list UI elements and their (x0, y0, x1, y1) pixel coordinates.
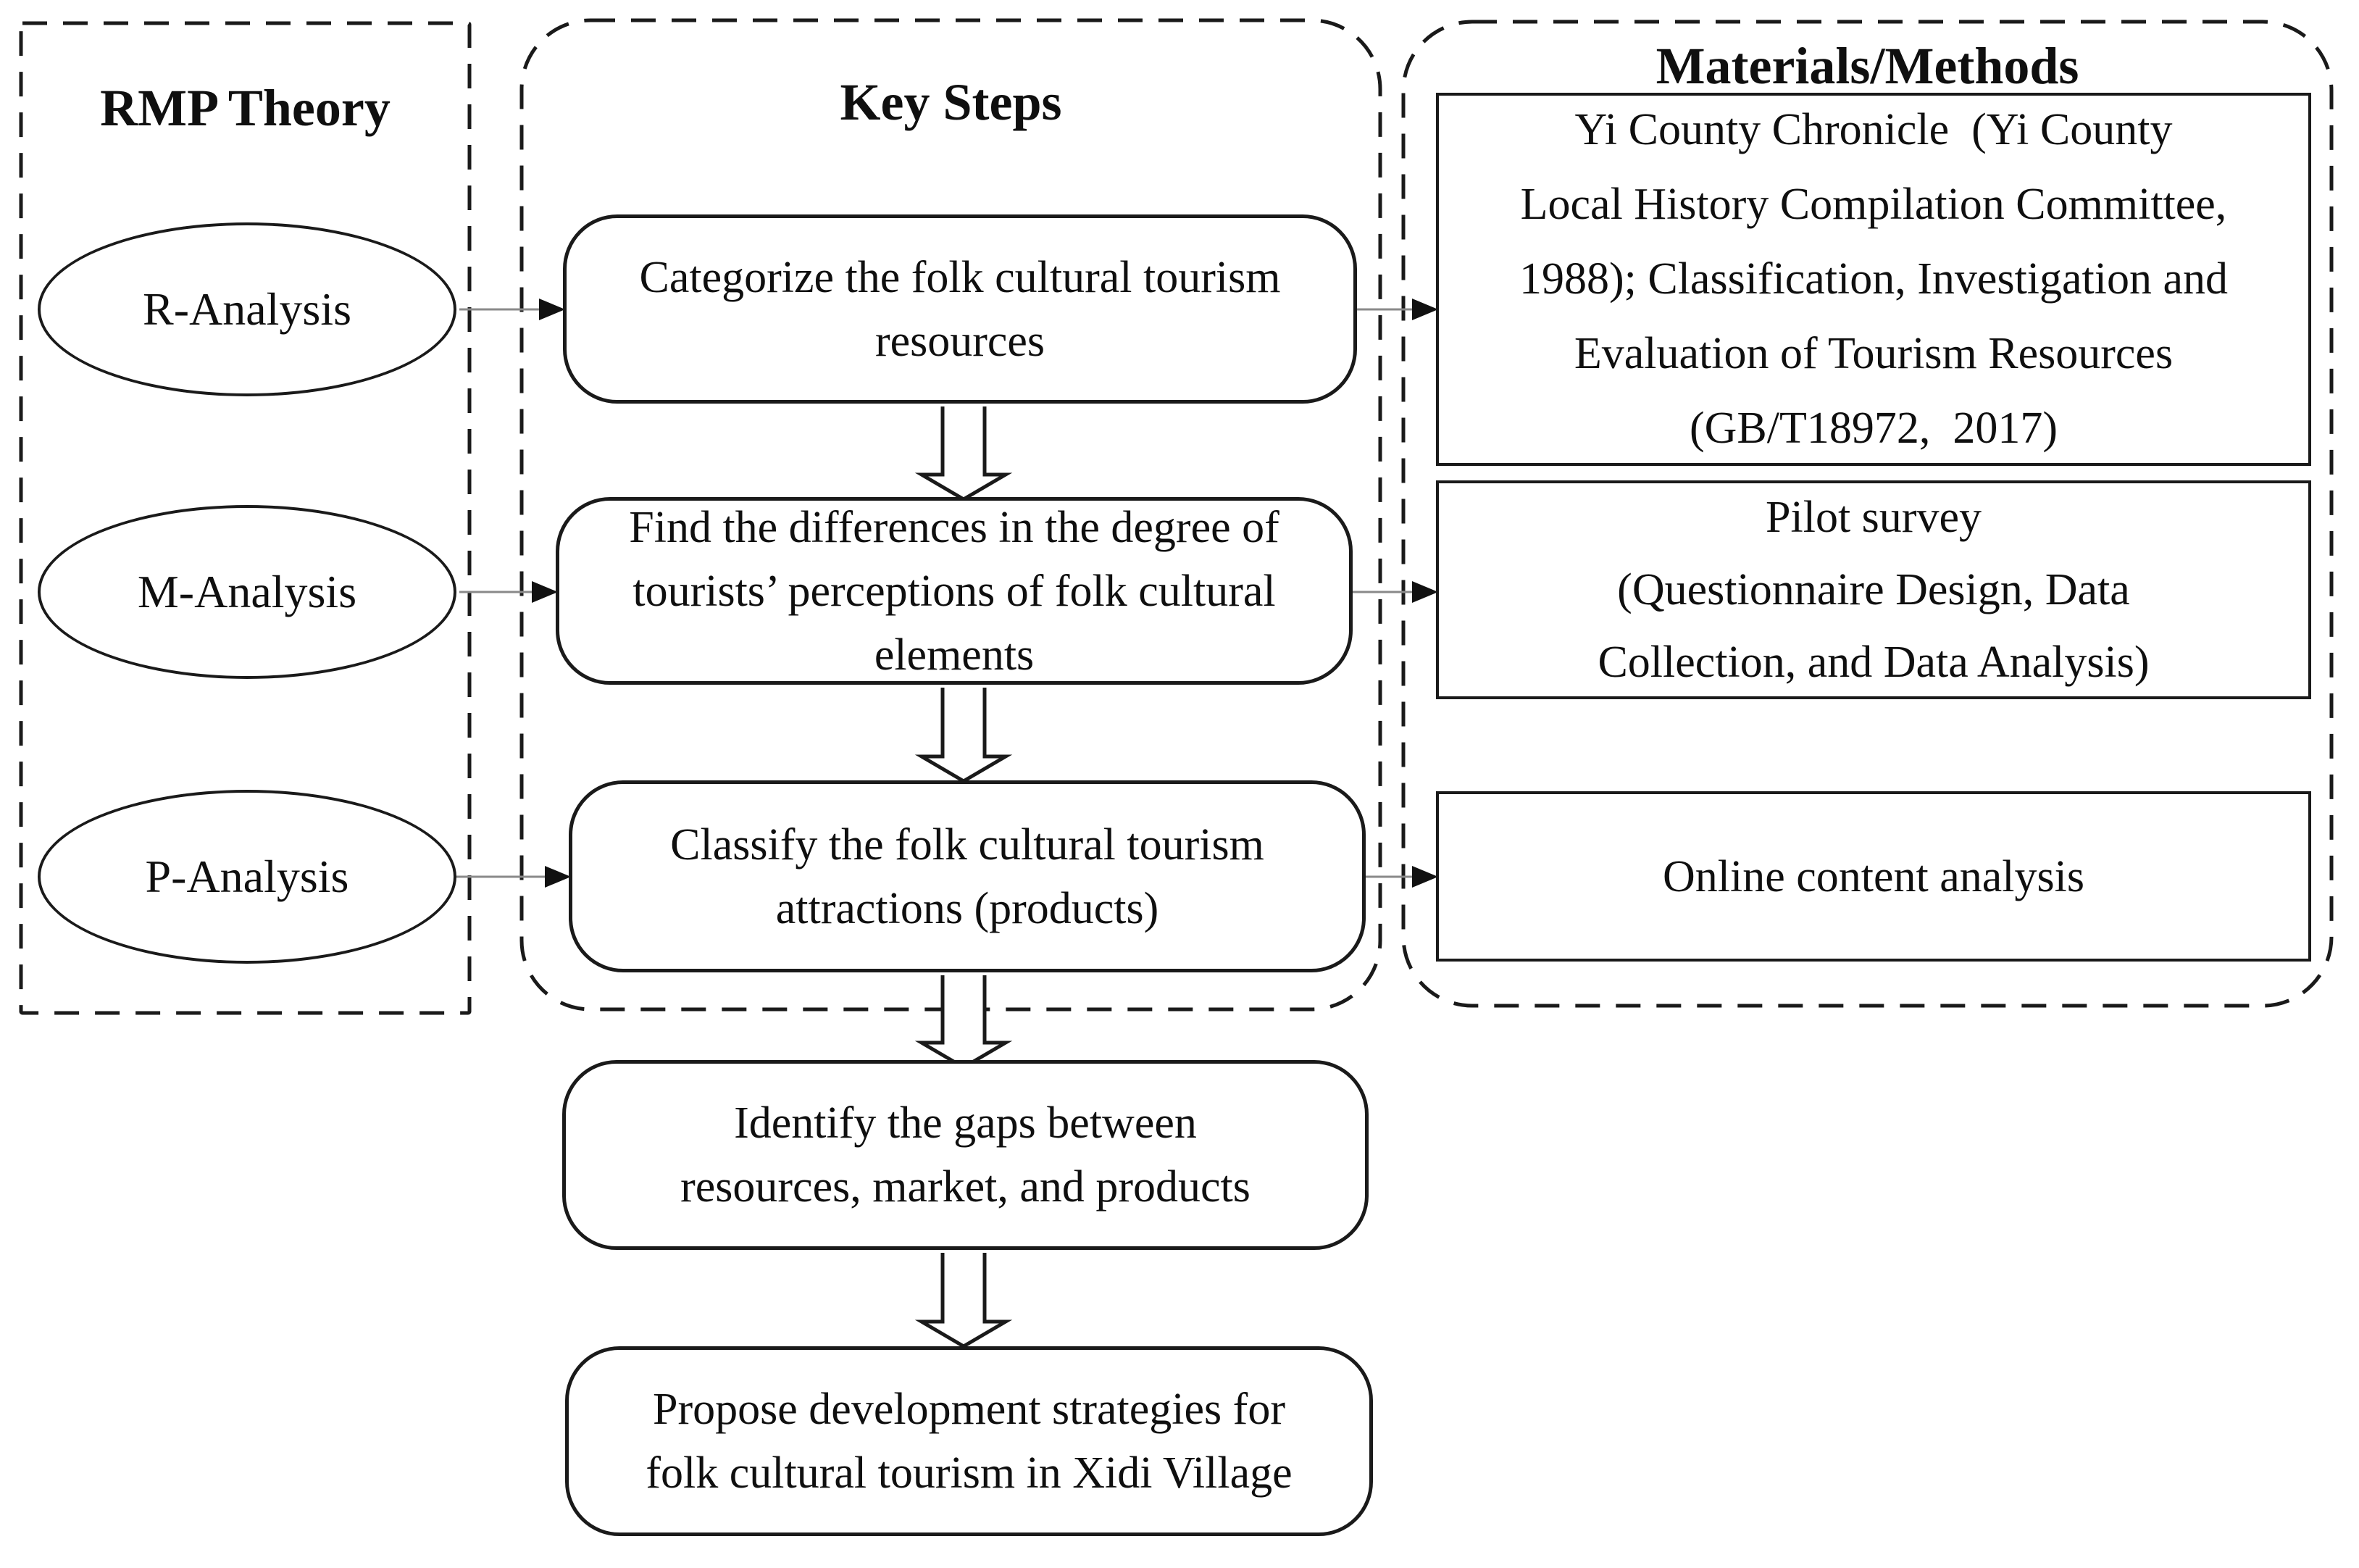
materials-methods-title: Materials/Methods (1656, 37, 2079, 95)
step-box-propose-strategies: Propose development strategies for folk … (565, 1346, 1373, 1536)
block-arrow-find-to-classify (914, 688, 1013, 783)
connector-find-to-pilot (1353, 581, 1438, 603)
connector-categorize-to-yi-county (1357, 299, 1438, 320)
rmp-theory-dashed-container (19, 21, 472, 1015)
method-box-yi-county-chronicle: Yi County Chronicle (Yi County Local His… (1436, 93, 2311, 466)
ellipse-r-analysis: R-Analysis (38, 222, 456, 396)
ellipse-m-analysis: M-Analysis (38, 505, 456, 679)
arrowhead-icon (532, 581, 558, 603)
materials-methods-dashed-container (1401, 20, 2334, 1008)
key-steps-title: Key Steps (840, 73, 1062, 131)
step-box-find-differences: Find the differences in the degree of to… (556, 497, 1353, 685)
connector-classify-to-online (1366, 866, 1438, 888)
method-box-online-content-analysis: Online content analysis (1436, 791, 2311, 962)
connector-m-to-find (459, 581, 558, 603)
arrowhead-icon (1412, 866, 1438, 888)
connector-p-to-classify (455, 866, 571, 888)
connector-r-to-categorize (459, 299, 565, 320)
ellipse-p-analysis: P-Analysis (38, 790, 456, 964)
step-box-categorize: Categorize the folk cultural tourism res… (563, 214, 1357, 404)
arrowhead-icon (545, 866, 571, 888)
arrowhead-icon (1412, 581, 1438, 603)
step-box-identify-gaps: Identify the gaps between resources, mar… (562, 1060, 1369, 1250)
block-arrow-identify-to-propose (914, 1253, 1013, 1348)
arrowhead-icon (1412, 299, 1438, 320)
block-arrow-classify-to-identify (914, 975, 1013, 1069)
method-box-pilot-survey: Pilot survey (Questionnaire Design, Data… (1436, 480, 2311, 699)
block-arrow-categorize-to-find (914, 406, 1013, 501)
arrowhead-icon (539, 299, 565, 320)
step-box-classify: Classify the folk cultural tourism attra… (569, 780, 1366, 972)
rmp-theory-title: RMP Theory (100, 79, 391, 137)
